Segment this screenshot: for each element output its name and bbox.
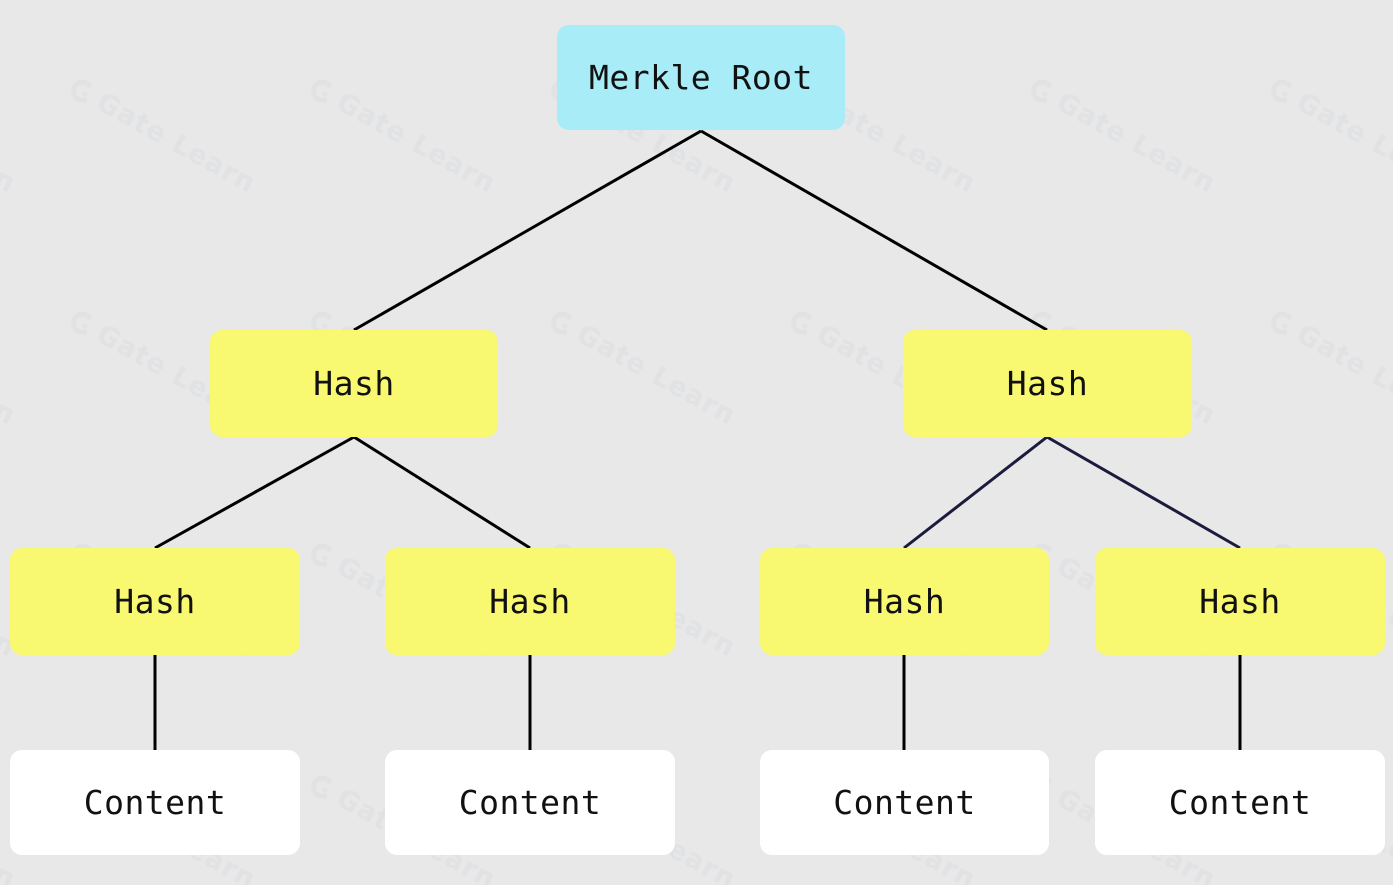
right-hash-to-leaf-3-edge — [903, 435, 1048, 550]
watermark-gate-learn: Gate Learn — [305, 72, 501, 200]
merkle-root-node-label: Merkle Root — [588, 58, 814, 97]
root-to-right-hash-edge — [700, 129, 1048, 332]
intermediate-hash-node-label: Hash — [313, 364, 395, 403]
watermark-text: Gate Learn — [331, 86, 502, 200]
watermark-gate-learn: Gate Learn — [0, 304, 21, 432]
watermark-gate-learn: Gate Learn — [1265, 304, 1393, 432]
content-node-1[interactable]: Content — [10, 750, 300, 855]
watermark-gate-learn: Gate Learn — [65, 72, 261, 200]
watermark-gate-learn: Gate Learn — [0, 72, 21, 200]
leaf-hash-node-label: Hash — [489, 582, 571, 621]
gate-logo-icon — [547, 308, 578, 338]
watermark-text: Gate Learn — [1291, 318, 1393, 432]
content-node-label: Content — [1168, 783, 1312, 822]
watermark-gate-learn: Gate Learn — [1025, 72, 1221, 200]
watermark-text: Gate Learn — [1051, 86, 1222, 200]
root-to-left-hash-edge — [353, 129, 702, 332]
leaf-hash-node-label: Hash — [863, 582, 946, 621]
merkle-root-node[interactable]: Merkle Root — [557, 25, 845, 130]
left-hash-to-leaf-2-edge — [353, 435, 531, 550]
watermark-text: Gate Learn — [571, 318, 742, 432]
intermediate-hash-node-label: Hash — [1006, 364, 1089, 403]
watermark-text: Gate Learn — [0, 87, 22, 200]
gate-logo-icon — [307, 772, 338, 802]
content-node-4[interactable]: Content — [1095, 750, 1385, 855]
content-node-label: Content — [833, 783, 976, 822]
intermediate-hash-node-1[interactable]: Hash — [210, 330, 498, 437]
gate-logo-icon — [1267, 76, 1298, 106]
content-node-3[interactable]: Content — [760, 750, 1049, 855]
gate-logo-icon — [1027, 76, 1058, 106]
gate-logo-icon — [67, 76, 98, 106]
content-node-2[interactable]: Content — [385, 750, 675, 855]
watermark-text: Gate Learn — [0, 319, 22, 432]
leaf-hash-node-3[interactable]: Hash — [760, 548, 1049, 655]
watermark-text: Gate Learn — [1291, 86, 1393, 200]
gate-logo-icon — [1267, 308, 1298, 338]
left-hash-to-leaf-1-edge — [154, 435, 355, 550]
watermark-text: Gate Learn — [91, 86, 262, 200]
leaf-hash-node-4[interactable]: Hash — [1095, 548, 1385, 655]
right-hash-to-leaf-4-edge — [1046, 435, 1241, 550]
watermark-gate-learn: Gate Learn — [545, 304, 741, 432]
gate-logo-icon — [307, 540, 338, 570]
content-node-label: Content — [83, 783, 227, 822]
content-node-label: Content — [458, 783, 602, 822]
leaf-hash-node-label: Hash — [1199, 582, 1281, 621]
leaf-hash-node-2[interactable]: Hash — [385, 548, 675, 655]
intermediate-hash-node-2[interactable]: Hash — [903, 330, 1192, 437]
gate-logo-icon — [67, 308, 98, 338]
gate-logo-icon — [787, 308, 818, 338]
leaf-hash-node-1[interactable]: Hash — [10, 548, 300, 655]
leaf-hash-node-label: Hash — [114, 582, 196, 621]
watermark-gate-learn: Gate Learn — [1265, 72, 1393, 200]
gate-logo-icon — [307, 76, 338, 106]
